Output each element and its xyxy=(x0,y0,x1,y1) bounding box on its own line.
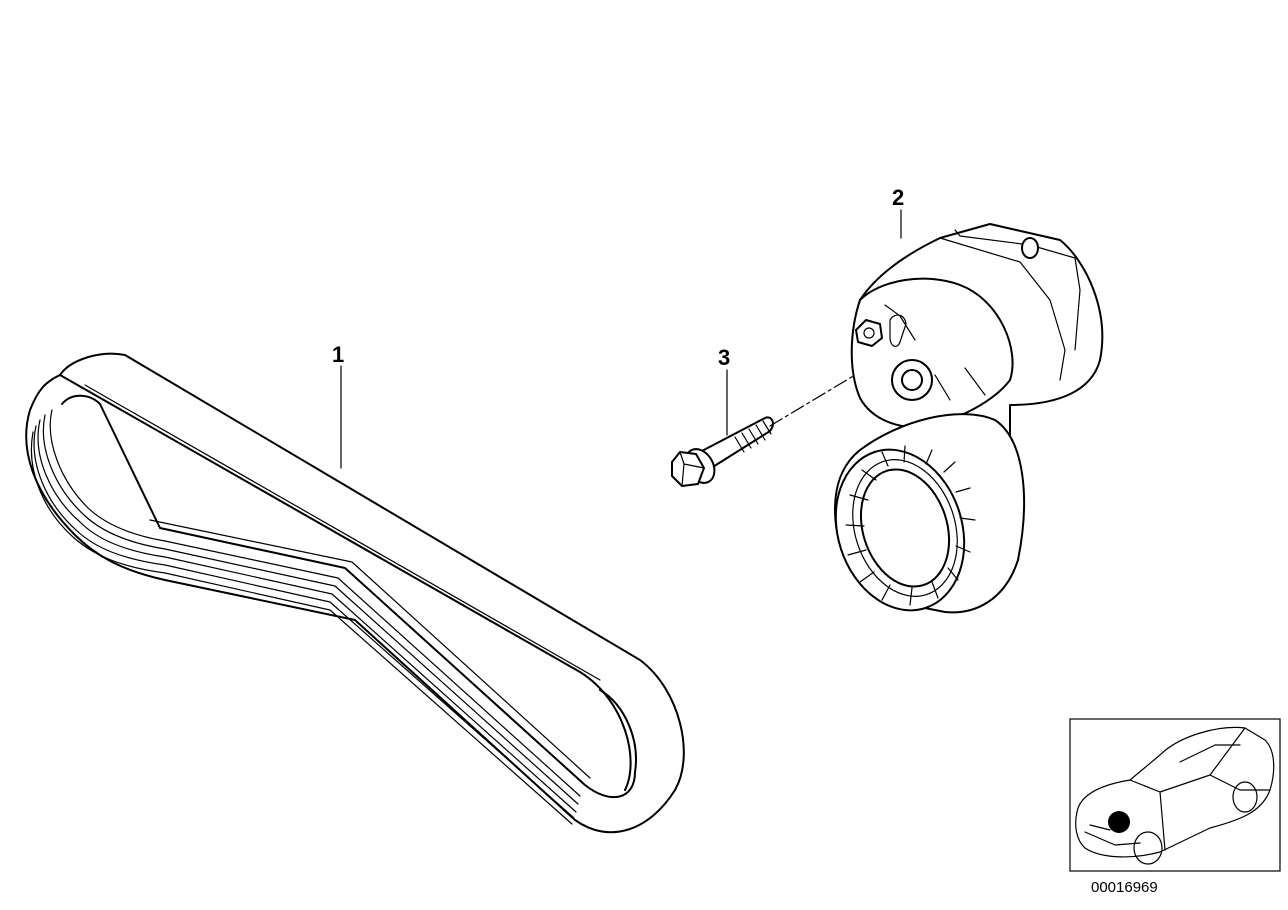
location-marker-dot xyxy=(1108,811,1130,833)
belt-tensioner[interactable] xyxy=(850,223,1104,461)
tensioner-pulley[interactable] xyxy=(816,413,1026,627)
callout-1: 1 xyxy=(332,342,344,367)
bolt[interactable] xyxy=(671,416,774,488)
ribbed-belt[interactable] xyxy=(25,352,685,834)
callout-2: 2 xyxy=(892,185,904,210)
car-outline-icon xyxy=(1075,726,1275,865)
document-number: 00016969 xyxy=(1091,879,1158,896)
callout-3: 3 xyxy=(718,345,730,370)
vehicle-locator-thumbnail xyxy=(1069,718,1281,872)
